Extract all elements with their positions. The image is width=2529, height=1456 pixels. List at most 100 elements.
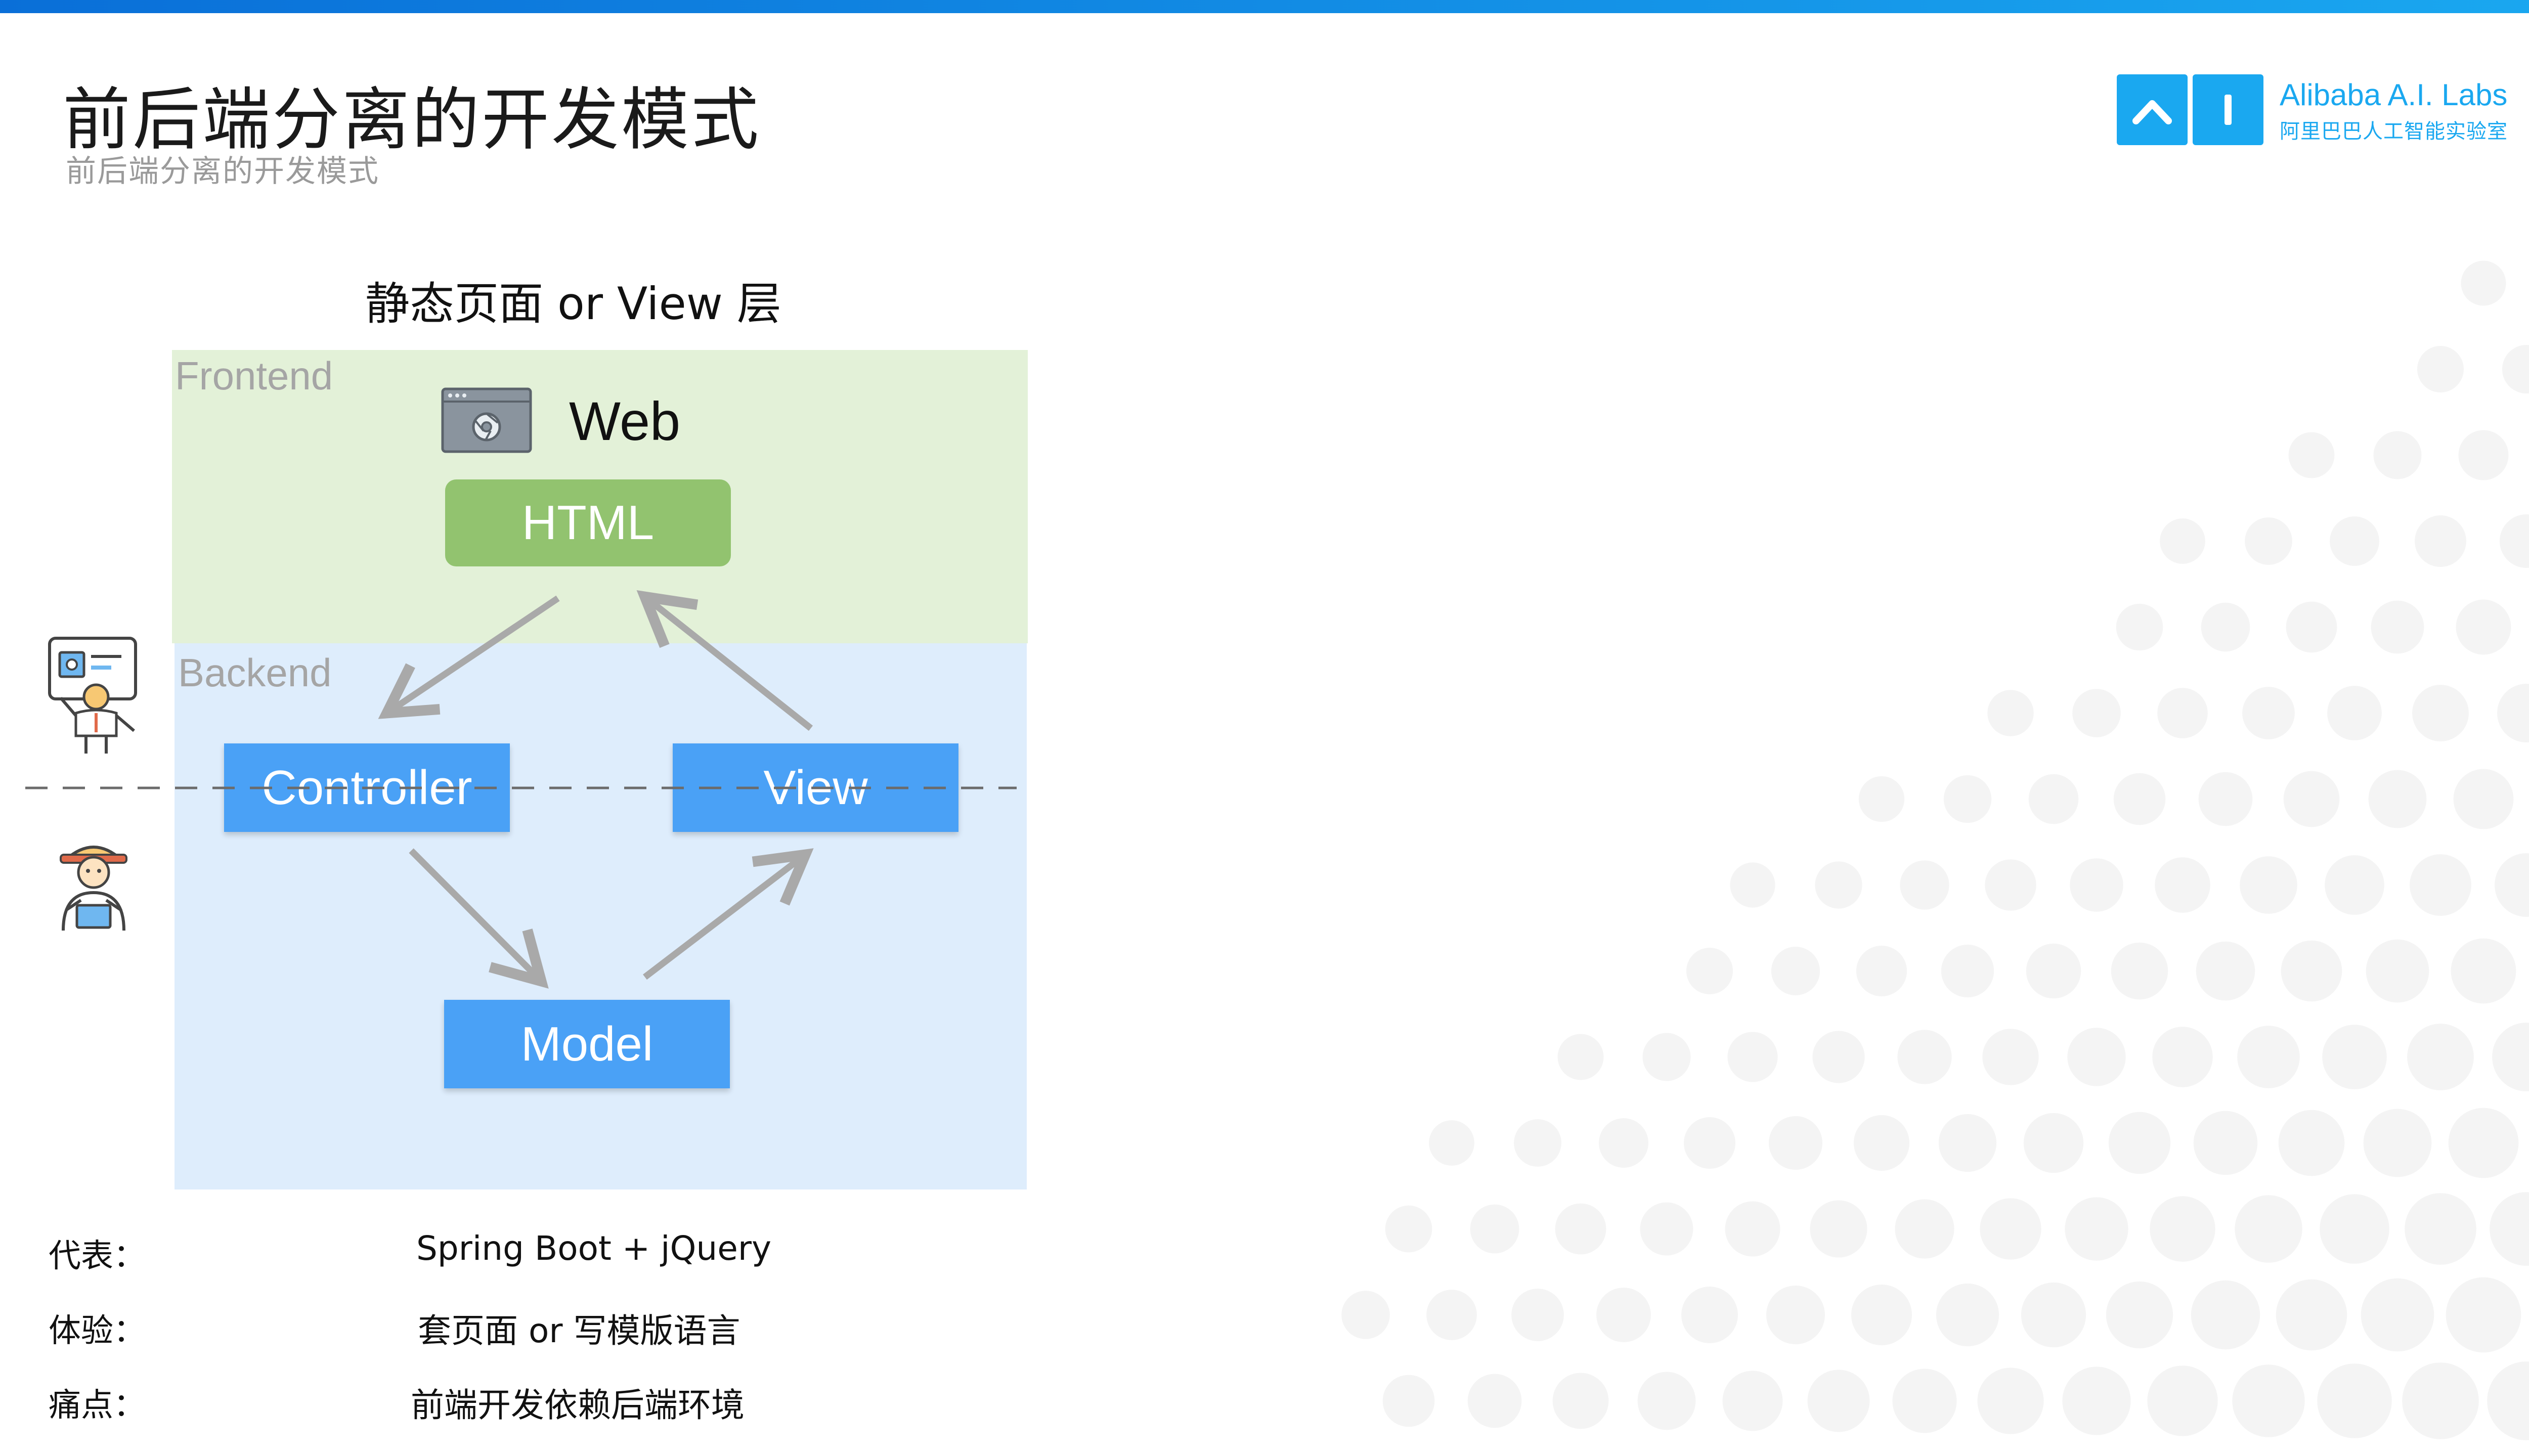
decorative-dot bbox=[2193, 1111, 2258, 1175]
decorative-dot bbox=[1766, 1285, 1825, 1345]
decorative-dot bbox=[1637, 1372, 1696, 1430]
decorative-dot bbox=[1941, 944, 1994, 998]
decorative-dot bbox=[2237, 1026, 2300, 1088]
arrow-view-to-html bbox=[636, 590, 813, 731]
frontend-developer-icon bbox=[48, 637, 137, 754]
decorative-dot bbox=[1771, 946, 1820, 996]
decorative-dot bbox=[1429, 1120, 1474, 1166]
decorative-dot bbox=[2373, 431, 2422, 479]
decorative-dot bbox=[1980, 1198, 2041, 1260]
decorative-dot bbox=[2026, 943, 2081, 999]
decorative-dot bbox=[2286, 601, 2337, 653]
info-label-representative: 代表： bbox=[49, 1238, 146, 1275]
decorative-dot bbox=[2500, 514, 2529, 568]
decorative-dot bbox=[1858, 776, 1905, 822]
decorative-dot bbox=[2361, 1278, 2434, 1352]
decorative-dot bbox=[2497, 684, 2529, 742]
decorative-dot bbox=[2113, 773, 2166, 825]
vertical-bar-icon bbox=[2225, 95, 2232, 125]
decorative-dot bbox=[2147, 1365, 2218, 1436]
logo-brand-cn: 阿里巴巴人工智能实验室 bbox=[2280, 120, 2508, 143]
decorative-dot bbox=[2232, 1364, 2305, 1437]
decorative-dot bbox=[1555, 1203, 1606, 1255]
backend-developer-icon bbox=[60, 846, 127, 931]
chevron-up-icon bbox=[2132, 100, 2172, 124]
decorative-dot bbox=[2245, 517, 2292, 565]
decorative-dot bbox=[2155, 857, 2210, 913]
decorative-dot bbox=[2451, 938, 2516, 1004]
decorative-dot bbox=[2191, 1280, 2260, 1350]
decorative-dot bbox=[2407, 1024, 2474, 1090]
arrow-model-to-view bbox=[643, 848, 814, 980]
decorative-dot bbox=[2201, 602, 2250, 652]
arrow-controller-to-model bbox=[409, 848, 549, 989]
decorative-dot bbox=[2198, 772, 2253, 826]
logo-chevron-tile bbox=[2117, 74, 2188, 145]
decorative-dot bbox=[1511, 1289, 1564, 1341]
decorative-dot bbox=[2458, 430, 2509, 480]
decorative-dot bbox=[2371, 600, 2424, 654]
decorative-dot bbox=[1815, 861, 1862, 909]
info-label-pain-point: 痛点： bbox=[49, 1387, 146, 1424]
decorative-dot bbox=[1681, 1287, 1738, 1343]
model-node: Model bbox=[444, 1000, 730, 1088]
decorative-dot bbox=[2453, 769, 2514, 829]
decorative-dot bbox=[2108, 1112, 2171, 1174]
decorative-dot bbox=[2456, 599, 2511, 655]
decorative-dot bbox=[1730, 862, 1775, 908]
decorative-dot bbox=[2405, 1193, 2476, 1265]
decorative-dot bbox=[2281, 940, 2342, 1002]
decorative-dot bbox=[1936, 1283, 1999, 1347]
decorative-dot bbox=[2487, 1361, 2529, 1440]
decorative-dot bbox=[1426, 1290, 1477, 1340]
decorative-dot bbox=[2021, 1282, 2086, 1348]
decorative-dot bbox=[2412, 685, 2469, 741]
decorative-dot bbox=[2325, 855, 2384, 915]
decorative-dot bbox=[2196, 941, 2255, 1001]
decorative-dot bbox=[1851, 1284, 1912, 1346]
info-label-experience: 体验： bbox=[49, 1312, 146, 1350]
decorative-dot bbox=[1977, 1367, 2044, 1434]
info-value-pain-point: 前端开发依赖后端环境 bbox=[411, 1386, 745, 1425]
decorative-dot bbox=[1725, 1201, 1780, 1257]
decorative-dot bbox=[2327, 686, 2382, 740]
decorative-dot bbox=[2072, 689, 2121, 737]
logo-bar-tile bbox=[2193, 74, 2263, 145]
frontend-label: Frontend bbox=[175, 354, 333, 398]
decorative-dot bbox=[1470, 1204, 1519, 1254]
decorative-dot bbox=[1642, 1033, 1691, 1081]
decorative-dot bbox=[2111, 942, 2168, 1000]
decorative-dot bbox=[1807, 1370, 1870, 1432]
decorative-dot bbox=[2415, 515, 2466, 567]
backend-region bbox=[175, 643, 1027, 1189]
decorative-dot bbox=[1722, 1371, 1783, 1431]
decorative-dot bbox=[1686, 947, 1733, 995]
decorative-dot bbox=[2366, 939, 2429, 1003]
decorative-dot bbox=[2417, 346, 2464, 392]
decorative-dot bbox=[2028, 774, 2079, 824]
decorative-dot bbox=[1514, 1119, 1561, 1167]
decorative-dot bbox=[2446, 1277, 2521, 1353]
decorative-dot bbox=[2330, 516, 2379, 566]
decorative-dot bbox=[1812, 1031, 1865, 1083]
html-node: HTML bbox=[445, 479, 731, 566]
decorative-dot bbox=[2240, 856, 2297, 914]
decorative-dot bbox=[2150, 1196, 2215, 1262]
decorative-dot bbox=[1943, 775, 1992, 823]
alibaba-ai-labs-logo: Alibaba A.I. Labs 阿里巴巴人工智能实验室 bbox=[2117, 74, 2521, 145]
decorative-dot bbox=[2410, 854, 2471, 916]
page-subtitle: 前后端分离的开发模式 bbox=[66, 154, 379, 189]
info-value-representative: Spring Boot + jQuery bbox=[416, 1229, 772, 1268]
decorative-dot bbox=[2242, 687, 2295, 739]
decorative-dot bbox=[2023, 1113, 2084, 1173]
decorative-dot bbox=[2278, 1110, 2345, 1176]
decorative-dot bbox=[2276, 1279, 2347, 1351]
decorative-dot bbox=[2320, 1194, 2389, 1264]
decorative-dot bbox=[2448, 1108, 2519, 1178]
decorative-dot bbox=[1684, 1117, 1735, 1169]
decorative-dot bbox=[2492, 1023, 2529, 1091]
decorative-dot bbox=[2235, 1195, 2302, 1263]
decorative-dot bbox=[2317, 1363, 2392, 1438]
decorative-dot bbox=[1599, 1118, 1648, 1168]
